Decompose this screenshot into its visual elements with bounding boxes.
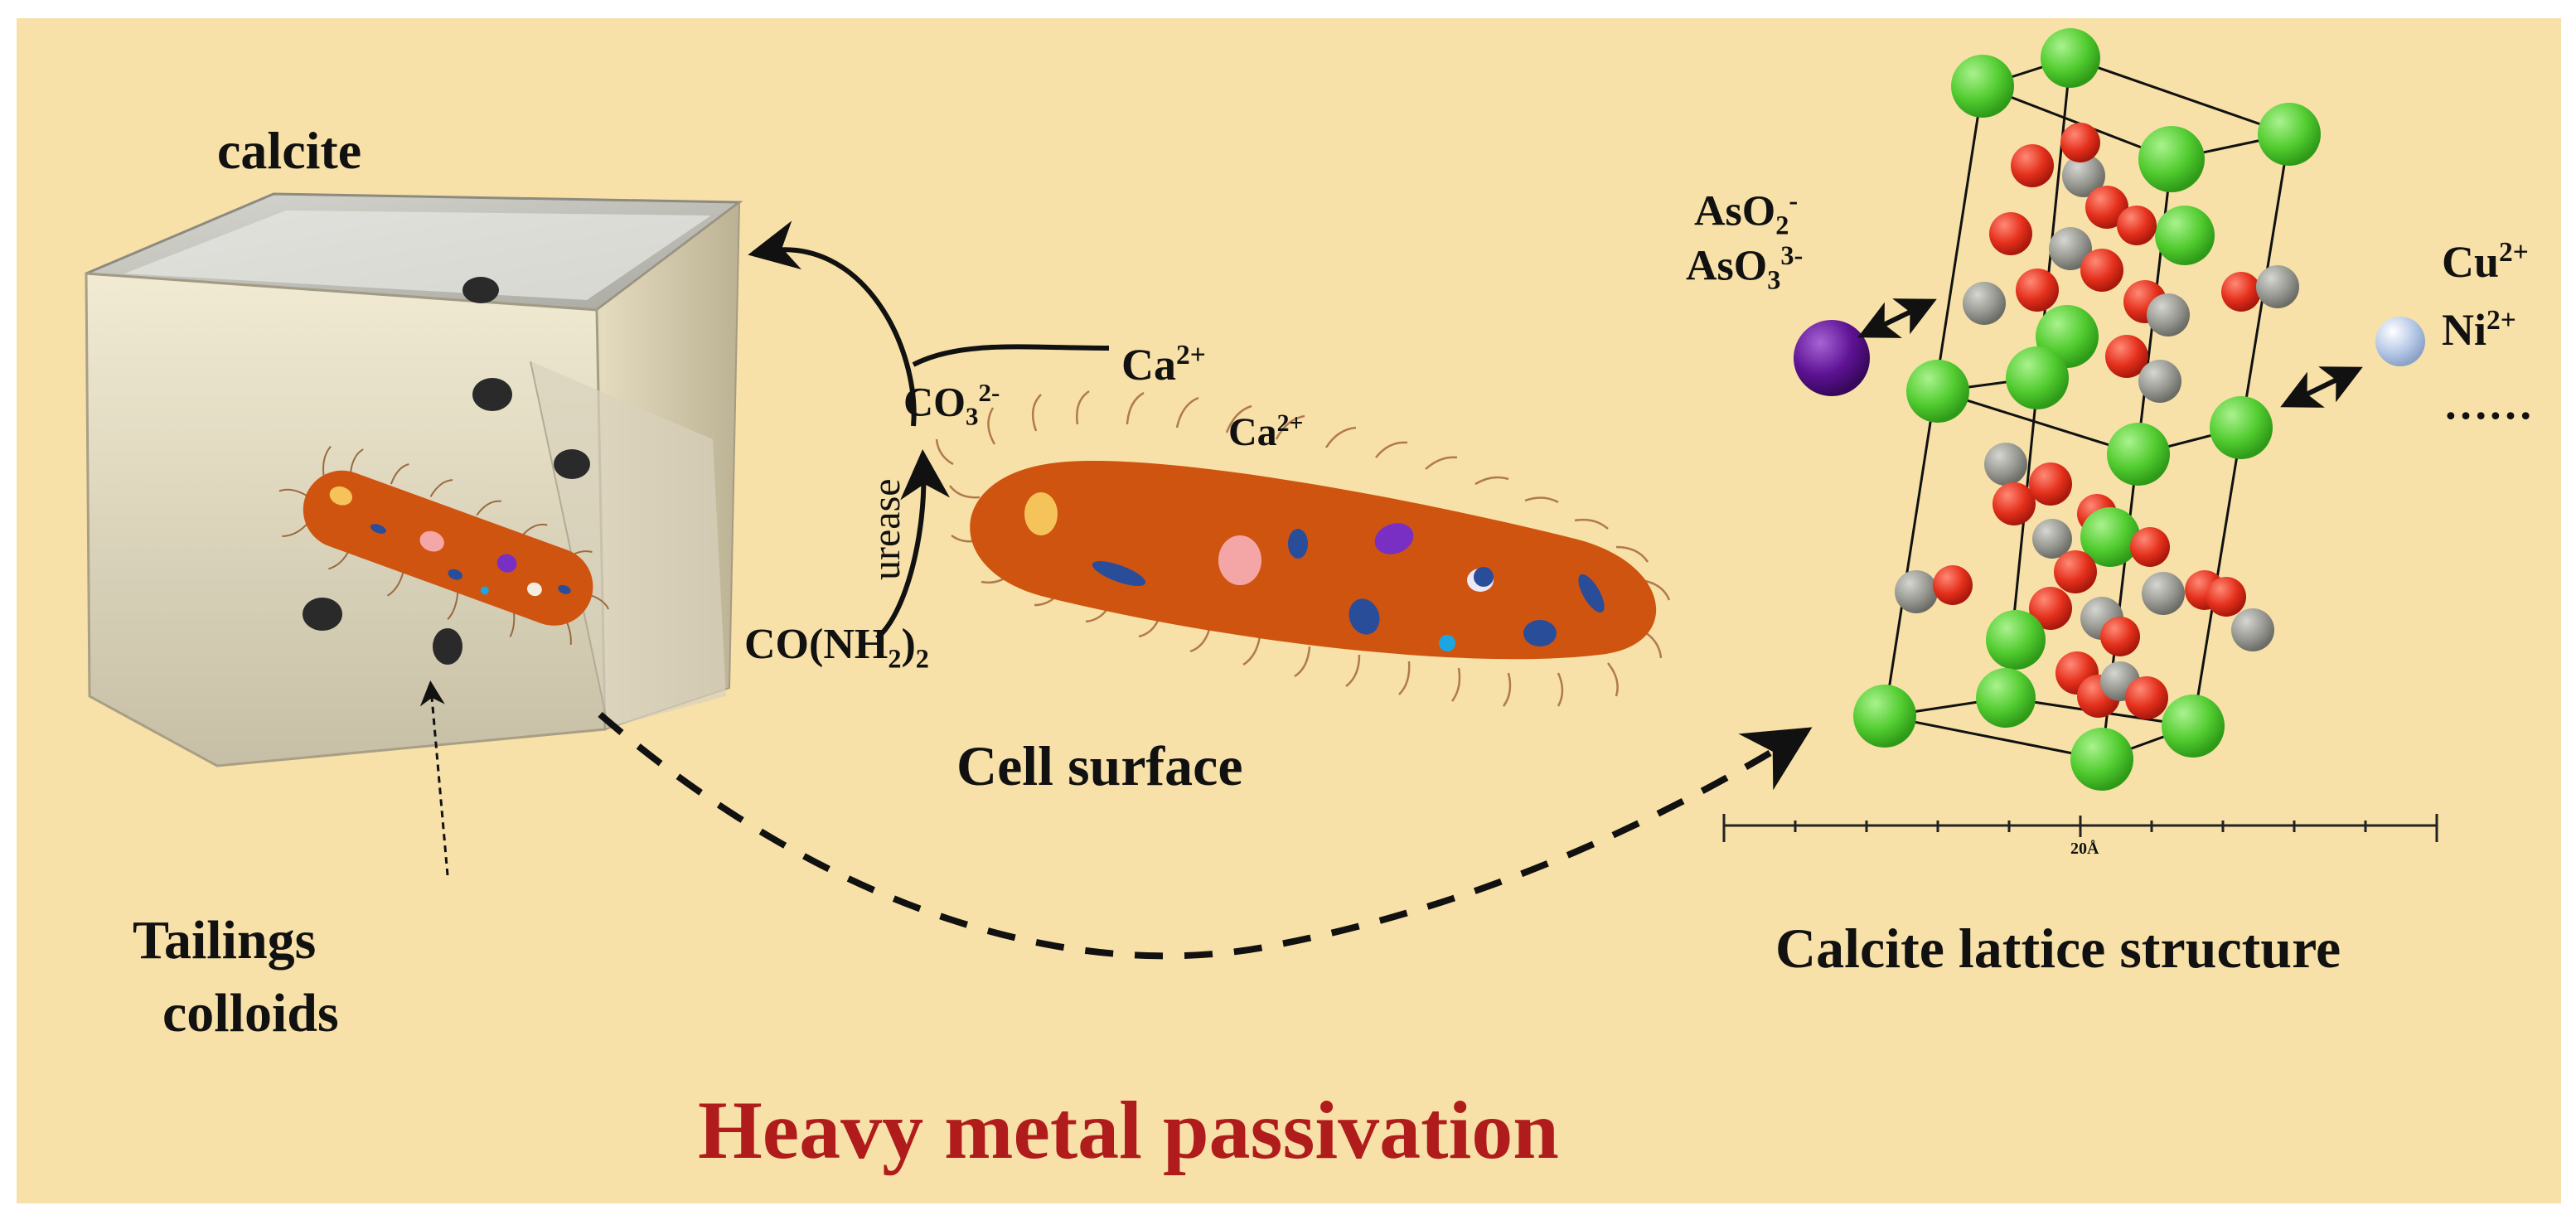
carbonate-charge: 2- xyxy=(978,378,1000,407)
calcite-lattice xyxy=(1722,28,2438,842)
urea-label: CO(NH2)2 xyxy=(744,623,929,672)
arsenite-3-label: AsO33- xyxy=(1686,242,1803,293)
pore xyxy=(433,628,462,665)
calcite-box xyxy=(85,192,743,767)
arsenic-ion xyxy=(1794,320,1870,396)
calcium-charge: 2+ xyxy=(1276,409,1304,437)
metal-exchange-arrow xyxy=(2280,366,2363,408)
urea-subscript: 2 xyxy=(888,643,902,674)
arsenite-3-formula: AsO xyxy=(1686,242,1768,290)
arsenic-exchange-arrow xyxy=(1857,298,1937,338)
lattice-label: Calcite lattice structure xyxy=(1775,917,2341,980)
small-bacterium xyxy=(278,445,609,646)
tailings-label: Tailings xyxy=(133,910,317,971)
urea-formula: CO(NH xyxy=(744,621,889,668)
arsenite-3-charge: 3- xyxy=(1780,240,1804,270)
pore xyxy=(554,449,590,479)
granule xyxy=(1374,523,1414,554)
nickel-symbol: Ni xyxy=(2442,305,2486,355)
arsenite-charge: - xyxy=(1789,186,1799,215)
nickel-charge: 2+ xyxy=(2486,305,2516,336)
urea-close: ) xyxy=(901,621,916,668)
granule xyxy=(1218,535,1261,585)
calcium-charge: 2+ xyxy=(1176,340,1206,370)
urease-arrow xyxy=(875,449,951,641)
pore xyxy=(462,277,499,303)
cell-surface-label: Cell surface xyxy=(956,734,1243,797)
urea-subscript-2: 2 xyxy=(915,643,929,674)
reaction-arrows xyxy=(419,220,1813,960)
granule xyxy=(1024,492,1058,535)
bacterium-cell xyxy=(935,390,1671,707)
tailings-pointer xyxy=(419,680,449,876)
calcite-formation-arrow xyxy=(748,220,917,427)
metal-ion xyxy=(2375,317,2425,366)
pore xyxy=(472,378,512,411)
figure-title: Heavy metal passivation xyxy=(698,1084,1559,1176)
carbonate-label: CO32- xyxy=(903,380,1000,429)
calcium-symbol: Ca xyxy=(1228,410,1277,454)
ellipsis-label: …… xyxy=(2443,379,2533,428)
calcium-ion-surface-label: Ca2+ xyxy=(1228,411,1304,453)
arsenite-label: AsO2- xyxy=(1694,187,1798,239)
dashed-arrow xyxy=(598,711,1813,960)
scale-bar-label: 20Å xyxy=(2070,840,2099,858)
scale-ruler xyxy=(1722,814,2438,842)
carbonate-formula: CO xyxy=(903,378,966,425)
carbonate-subscript: 3 xyxy=(966,401,979,431)
urease-label: urease xyxy=(864,478,908,580)
calcite-label: calcite xyxy=(217,121,362,180)
colloids-label: colloids xyxy=(162,983,339,1043)
copper-charge: 2+ xyxy=(2499,237,2529,268)
arsenite-3-subscript: 3 xyxy=(1767,264,1781,295)
arsenite-subscript: 2 xyxy=(1775,210,1789,240)
calcium-ion-label: Ca2+ xyxy=(1121,341,1206,387)
calcium-join-curve xyxy=(912,344,1110,367)
arsenite-formula: AsO xyxy=(1694,187,1776,235)
calcium-symbol: Ca xyxy=(1121,340,1176,390)
copper-ion-label: Cu2+ xyxy=(2442,239,2529,284)
copper-symbol: Cu xyxy=(2442,237,2500,287)
pore xyxy=(303,598,342,631)
nickel-ion-label: Ni2+ xyxy=(2442,307,2516,352)
